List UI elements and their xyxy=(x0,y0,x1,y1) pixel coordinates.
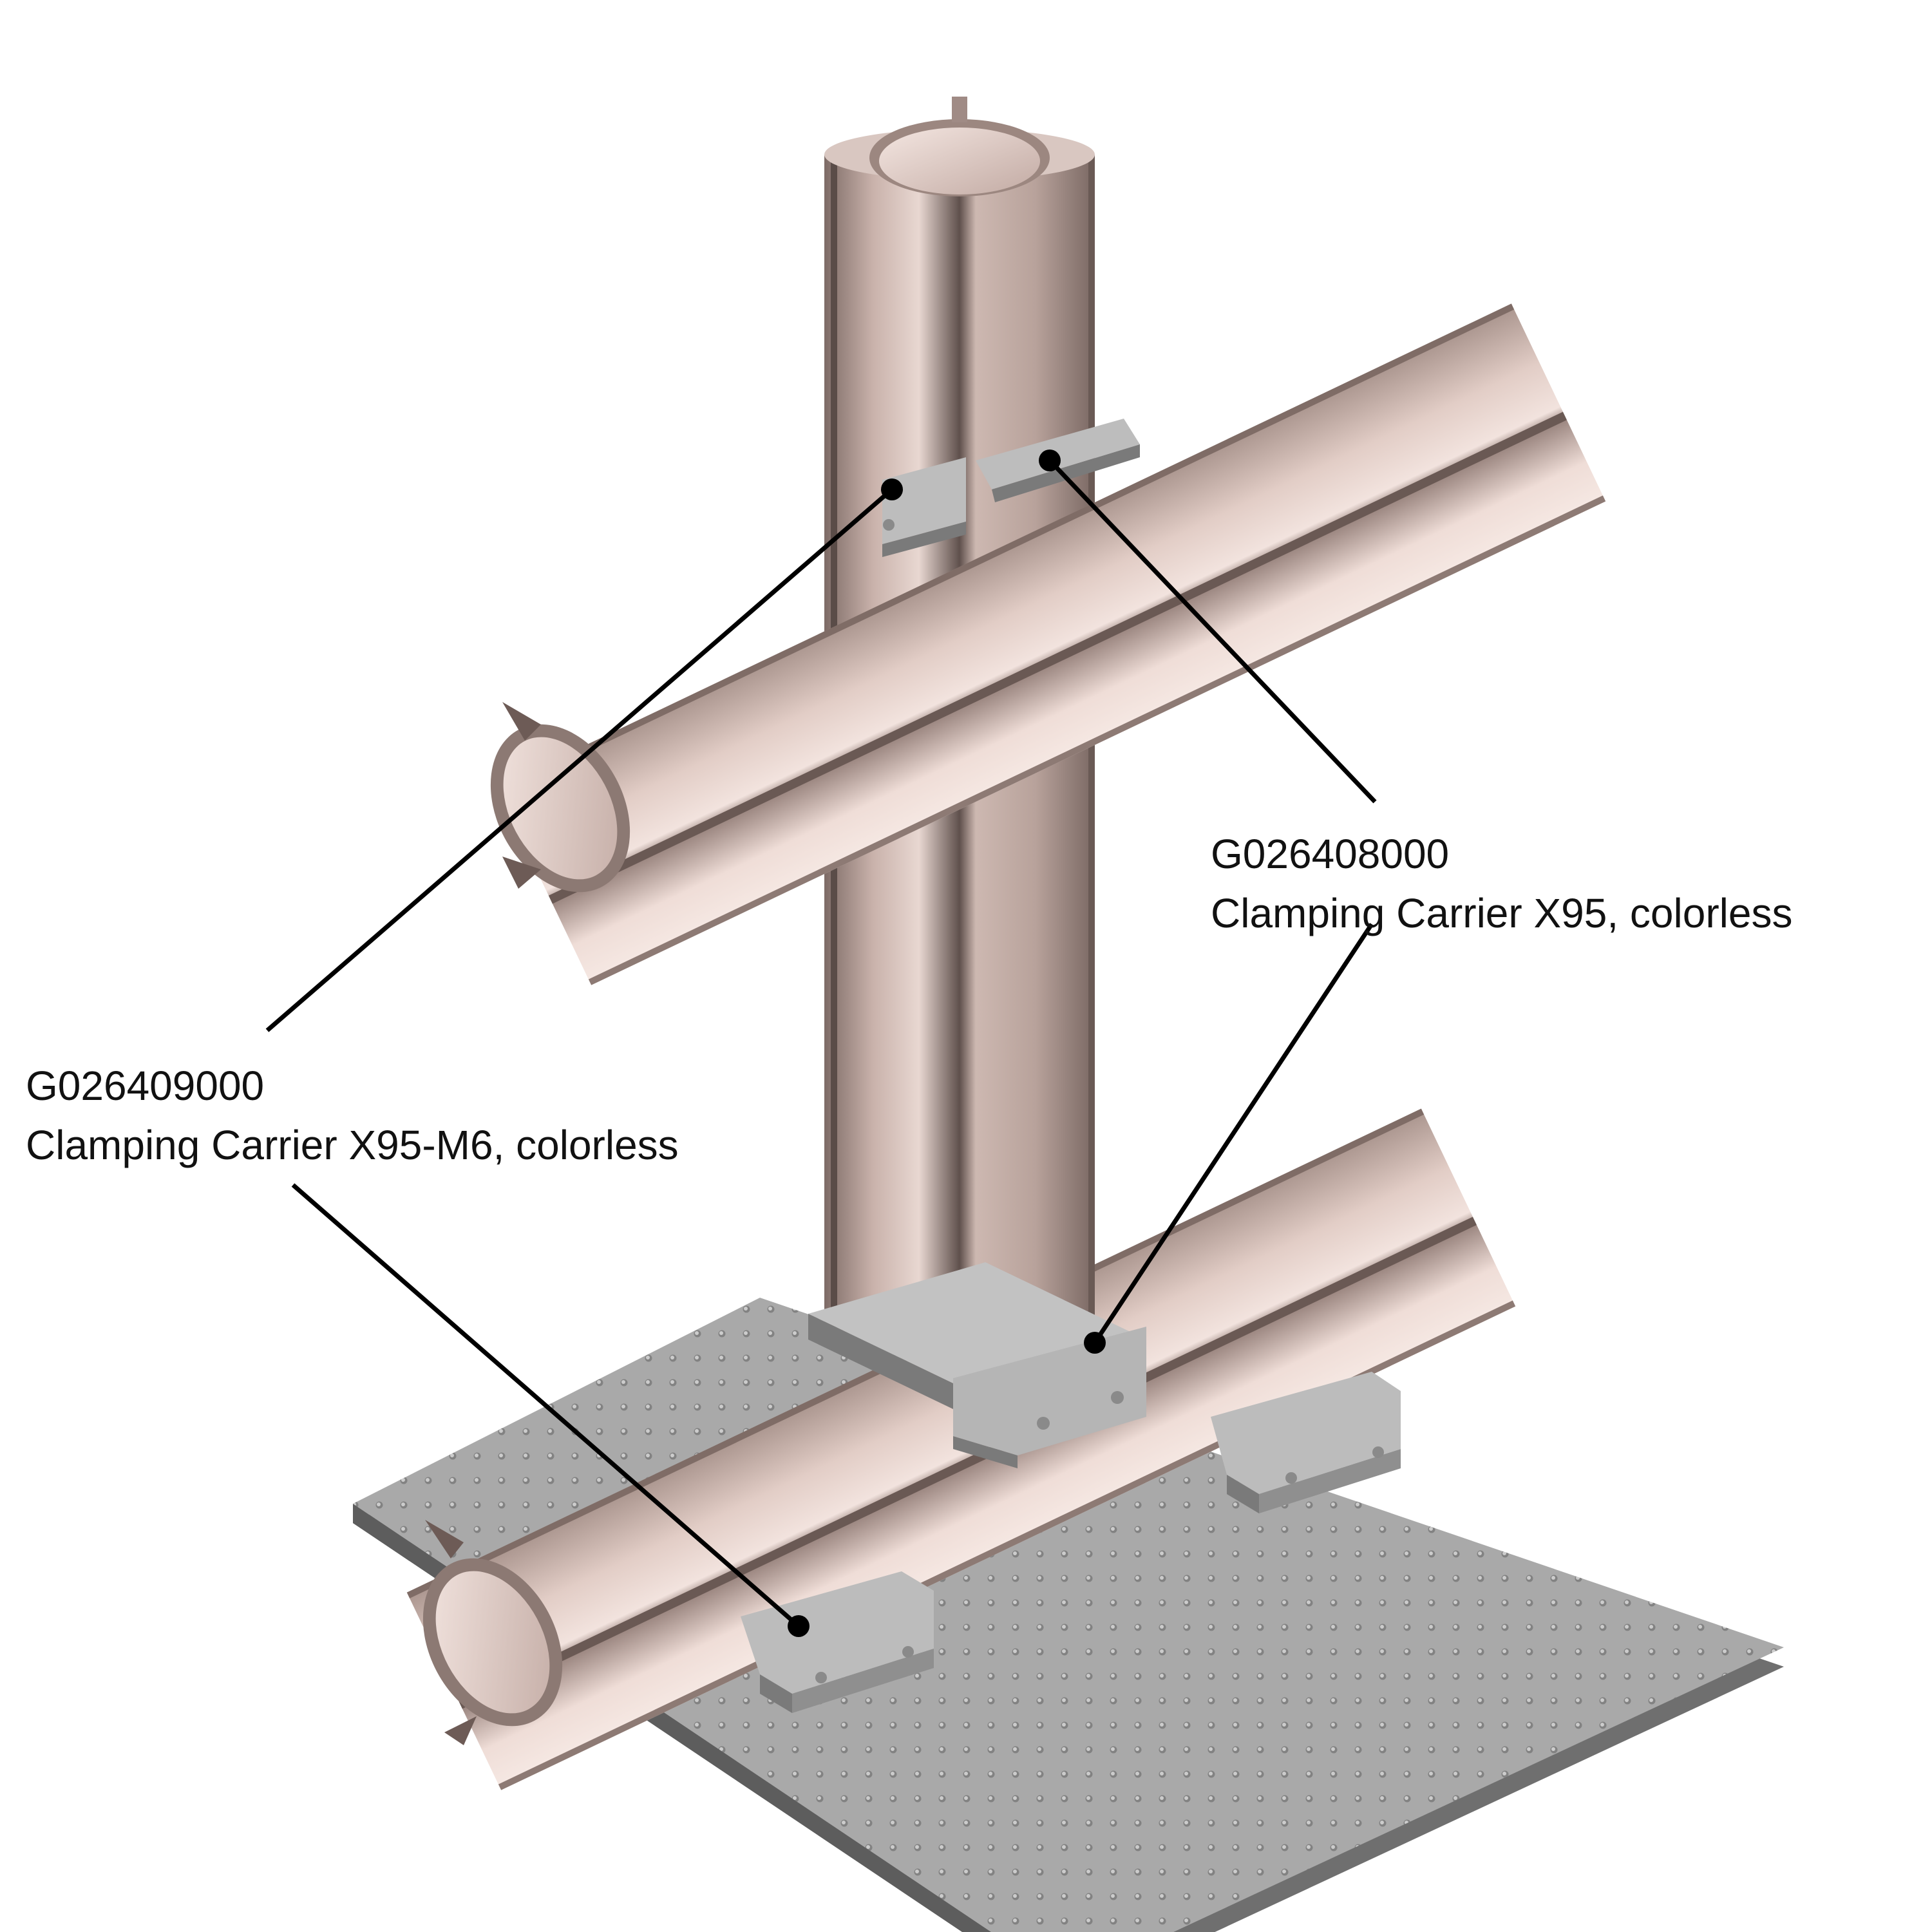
clamping-carrier-x95-m6-plate-right xyxy=(1211,1372,1401,1513)
clamping-carrier-x95-m6-top xyxy=(882,457,966,557)
leader-dot-x95-m6-top xyxy=(881,478,903,500)
leader-x95-m6 xyxy=(265,488,894,1628)
leader-dot-x95-m6-plate xyxy=(788,1615,810,1637)
part-number-x95: G026408000 xyxy=(1211,831,1450,877)
callout-x95: G026408000 Clamping Carrier X95, colorle… xyxy=(1211,824,1792,943)
clamping-carrier-x95-base xyxy=(808,1262,1146,1468)
callout-x95-m6: G026409000 Clamping Carrier X95-M6, colo… xyxy=(26,1056,679,1175)
part-number-x95-m6: G026409000 xyxy=(26,1063,265,1109)
clamping-carrier-x95-m6-plate-front xyxy=(741,1571,934,1713)
description-x95-m6: Clamping Carrier X95-M6, colorless xyxy=(26,1122,679,1168)
leader-x95 xyxy=(1048,459,1377,1344)
leader-dot-x95-top xyxy=(1039,450,1061,471)
leader-dot-x95-base xyxy=(1084,1332,1106,1354)
description-x95: Clamping Carrier X95, colorless xyxy=(1211,890,1793,936)
upper-horizontal-tube xyxy=(490,303,1606,985)
